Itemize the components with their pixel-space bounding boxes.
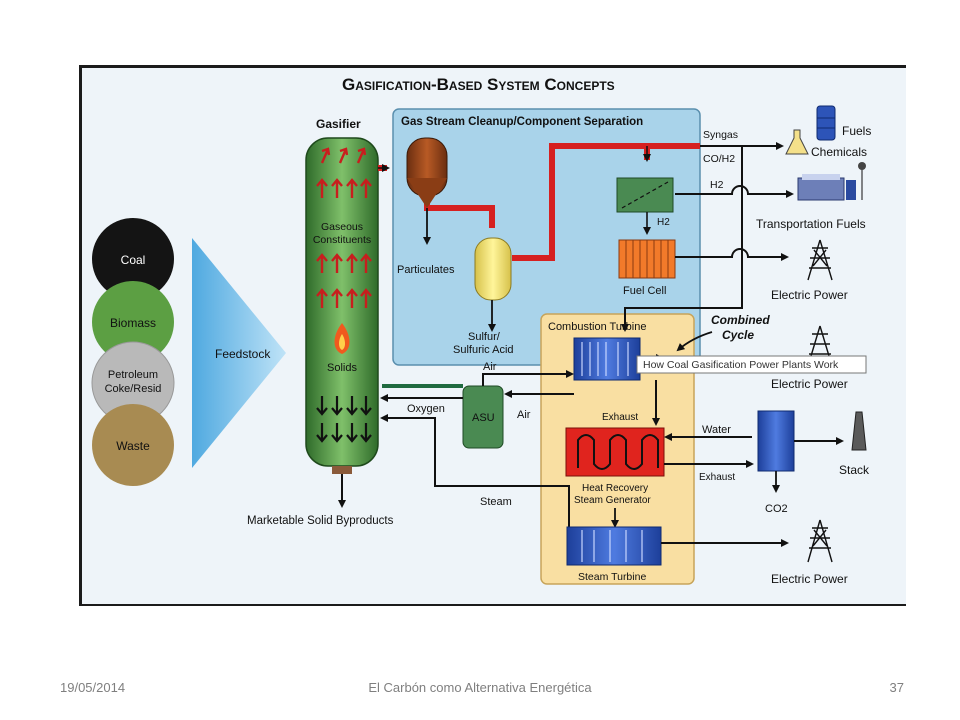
transportation-fuels-label: Transportation Fuels	[756, 217, 866, 231]
electric-power-label-1: Electric Power	[771, 288, 848, 302]
footer-page-number: 37	[889, 680, 904, 695]
combined-cycle-pointer	[676, 331, 713, 352]
exhaust-top-label: Exhaust	[602, 412, 638, 423]
fuelcell-to-power-line	[675, 248, 789, 261]
oxygen-label: Oxygen	[407, 403, 445, 415]
hrsg-unit	[565, 427, 665, 477]
electric-power-tower-icon-2	[807, 325, 833, 367]
hrsg-label-2: Steam Generator	[574, 495, 651, 506]
h2-label: H2	[710, 179, 724, 191]
svg-text:Coke/Resid: Coke/Resid	[105, 383, 162, 395]
chemicals-label: Chemicals	[811, 145, 867, 159]
combustion-turbine-label: Combustion Turbine	[548, 321, 646, 333]
chemicals-flask-icon	[785, 129, 809, 155]
co2-capture-column	[757, 410, 795, 493]
feedstock-biomass: Biomass	[92, 281, 174, 363]
syngas-to-turbine-line	[621, 146, 743, 332]
electric-power-tower-icon-1	[807, 239, 833, 281]
electric-power-tower-icon-3	[807, 519, 833, 563]
tooltip: How Coal Gasification Power Plants Work	[636, 355, 867, 374]
feedstock-label: Feedstock	[215, 347, 271, 361]
steam-label: Steam	[480, 496, 512, 508]
svg-text:Petroleum: Petroleum	[108, 369, 158, 381]
svg-text:How Coal Gasification Power Pl: How Coal Gasification Power Plants Work	[643, 359, 839, 371]
air-right-label: Air	[517, 409, 531, 421]
combined-cycle-label-1: Combined	[711, 313, 770, 327]
gasifier-constituents-label: Constituents	[313, 234, 371, 246]
water-label: Water	[702, 424, 731, 436]
fuels-label: Fuels	[842, 124, 871, 138]
feedstock-waste: Waste	[92, 404, 174, 486]
flame-icon	[334, 323, 350, 354]
h2-separator	[616, 146, 674, 235]
byproducts-label: Marketable Solid Byproducts	[247, 515, 394, 527]
sulfur-label-2: Sulfuric Acid	[453, 344, 514, 356]
combustion-turbine	[573, 337, 641, 381]
syngas-label: Syngas	[703, 129, 738, 141]
stack-chimney-icon	[851, 411, 867, 451]
stack-label: Stack	[839, 463, 870, 477]
diagram-title: Gasification-Based System Concepts	[342, 75, 615, 94]
footer-date: 19/05/2014	[60, 680, 126, 695]
svg-text:Coal: Coal	[121, 253, 146, 267]
feedstock-coal: Coal	[92, 218, 174, 300]
fuel-cell-label: Fuel Cell	[623, 285, 666, 297]
sulfur-separator	[474, 237, 512, 332]
air-top-label: Air	[483, 361, 497, 373]
gasifier-gaseous-label: Gaseous	[321, 221, 363, 233]
hrsg-label-1: Heat Recovery	[582, 483, 648, 494]
asu-label: ASU	[472, 412, 495, 424]
gasifier-solids-label: Solids	[327, 362, 357, 374]
co-h2-label: CO/H2	[703, 153, 735, 165]
gasifier-solids-arrows	[316, 396, 372, 443]
gasifier-gas-arrows	[316, 147, 372, 308]
combined-cycle-label-2: Cycle	[722, 328, 754, 342]
steam-to-gasifier-line	[380, 414, 570, 530]
h2-to-transport-line	[675, 185, 794, 198]
gasifier-vessel	[305, 137, 379, 474]
svg-text:Biomass: Biomass	[110, 316, 156, 330]
electric-power-label-3: Electric Power	[771, 572, 848, 586]
sulfur-label-1: Sulfur/	[468, 331, 501, 343]
h2-inner-label: H2	[657, 217, 670, 228]
transportation-fuels-icon	[797, 162, 866, 201]
steam-turbine-label: Steam Turbine	[578, 571, 646, 583]
particulates-label: Particulates	[397, 264, 455, 276]
fuels-barrel-icon	[816, 105, 836, 141]
svg-text:Waste: Waste	[116, 439, 150, 453]
steam-turbine	[566, 526, 662, 566]
cleanup-title: Gas Stream Cleanup/Component Separation	[401, 116, 643, 128]
gasifier-title: Gasifier	[316, 117, 361, 131]
co2-label: CO2	[765, 503, 788, 515]
air-to-turbine-line	[482, 370, 574, 386]
feedstock-funnel	[192, 238, 286, 468]
fuel-cell	[618, 239, 676, 279]
footer-title: El Carbón como Alternativa Energética	[368, 680, 592, 695]
particulates-separator	[406, 137, 448, 245]
electric-power-label-2: Electric Power	[771, 377, 848, 391]
gasification-diagram: Gasification-Based System Concepts Gas S…	[79, 65, 906, 606]
exhaust-right-label: Exhaust	[699, 472, 735, 483]
